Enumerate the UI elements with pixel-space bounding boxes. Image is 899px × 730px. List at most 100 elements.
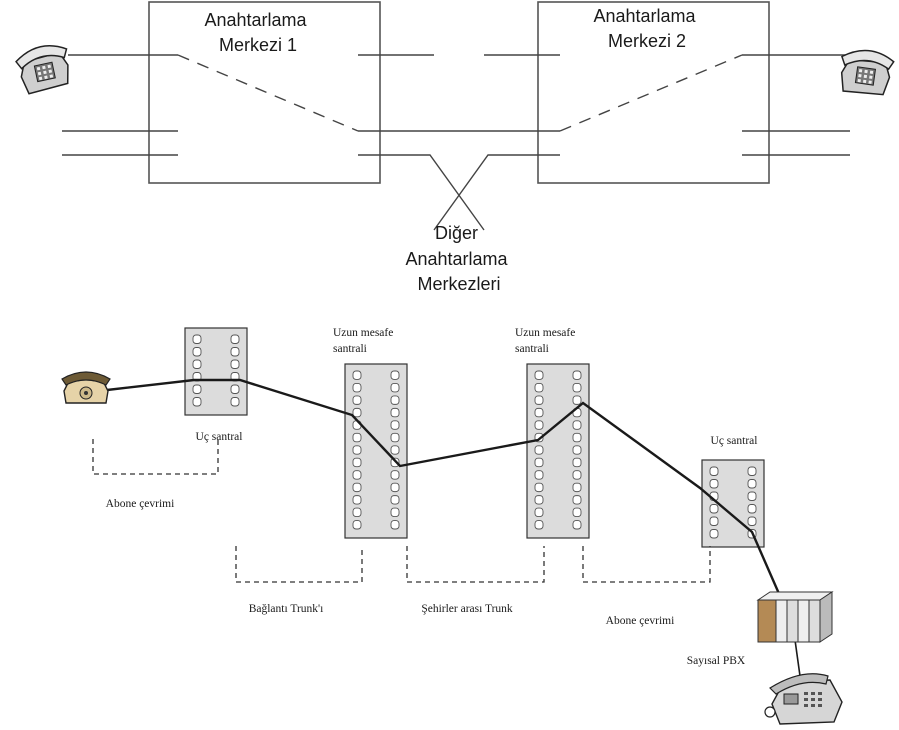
connection-trunk-label: Bağlantı Trunk'ı: [249, 603, 324, 615]
rack-port: [572, 420, 582, 430]
digital-pbx-label: Sayısal PBX: [687, 655, 746, 667]
rack-port: [747, 466, 757, 476]
rack-port: [572, 457, 582, 468]
rack-port: [390, 370, 400, 380]
rack-port: [709, 466, 719, 476]
call-route-line: [106, 378, 782, 597]
long-distance-switch-2-rack: [526, 363, 590, 539]
long-distance-switch-1-label: Uzun mesafe santrali: [333, 327, 396, 355]
subscriber-loop-left-label: Abone çevrimi: [106, 498, 175, 510]
rack-port: [230, 397, 240, 407]
rack-port: [572, 370, 582, 380]
rack-port: [352, 370, 362, 380]
end-office-left-rack: [184, 327, 248, 416]
long-distance-switch-2-label: Uzun mesafe santrali: [515, 327, 578, 355]
rack-port: [572, 445, 582, 455]
rack-port: [572, 383, 582, 393]
rack-port: [747, 516, 757, 526]
end-office-right-rack: [701, 459, 765, 548]
rack-port: [230, 359, 240, 369]
long-distance-switch-1-rack: [344, 363, 408, 539]
connection-trunk-bracket: [235, 546, 363, 583]
rack-port: [390, 507, 400, 517]
rack-port: [572, 507, 582, 517]
rack-port: [747, 504, 757, 514]
rack-port: [534, 482, 544, 493]
rack-port: [352, 445, 362, 455]
rack-port: [192, 397, 202, 407]
switched-path-2: [559, 54, 743, 132]
rack-port: [390, 520, 400, 530]
telephone-icon: [764, 673, 843, 725]
switching-center-2-label: Anahtarlama Merkezi 2: [593, 6, 700, 51]
other-centers-label: Diğer Anahtarlama Merkezleri: [405, 223, 512, 294]
rack-port: [390, 495, 400, 505]
intercity-trunk-label: Şehirler arası Trunk: [421, 603, 513, 615]
rack-port: [534, 420, 544, 430]
telephone-icon: [15, 45, 69, 95]
rack-port: [572, 432, 582, 443]
telephone-icon: [840, 49, 895, 96]
rack-port: [747, 479, 757, 489]
rack-port: [534, 470, 544, 480]
rack-port: [390, 407, 400, 418]
rack-port: [390, 432, 400, 443]
end-office-left-label: Uç santral: [196, 431, 243, 443]
rack-port: [390, 457, 400, 468]
rack-port: [352, 495, 362, 505]
pbx-icon: [756, 591, 834, 643]
rack-port: [390, 445, 400, 455]
rack-port: [534, 457, 544, 468]
rack-port: [572, 395, 582, 405]
rack-port: [230, 384, 240, 394]
end-office-right-label: Uç santral: [711, 435, 758, 447]
intercity-trunk-bracket: [406, 546, 545, 583]
switched-path-1: [177, 54, 359, 132]
rack-port: [390, 482, 400, 493]
rack-port: [709, 479, 719, 489]
rack-port: [230, 347, 240, 357]
rack-port: [572, 495, 582, 505]
rack-port: [352, 395, 362, 405]
rack-port: [534, 445, 544, 455]
bottom-network-diagram: Uç santral Uzun mesafe santrali Uzun mes…: [61, 327, 843, 725]
subscriber-loop-left-bracket: [92, 439, 219, 475]
rack-port: [534, 495, 544, 505]
rack-port: [534, 520, 544, 530]
rack-port: [352, 520, 362, 530]
switching-center-2-box: [537, 1, 770, 184]
switching-center-1-box: [148, 1, 381, 184]
rack-port: [390, 395, 400, 405]
subscriber-loop-right-label: Abone çevrimi: [606, 615, 675, 627]
telephone-icon: [61, 371, 111, 404]
rack-port: [747, 491, 757, 501]
rack-port: [534, 395, 544, 405]
rack-port: [352, 507, 362, 517]
rack-port: [352, 432, 362, 443]
rack-port: [534, 407, 544, 418]
rack-port: [230, 334, 240, 344]
rack-port: [534, 383, 544, 393]
trunk-to-other-centers: [358, 154, 485, 231]
rack-port: [390, 383, 400, 393]
subscriber-loop-right-bracket: [582, 546, 711, 583]
rack-port: [534, 507, 544, 517]
rack-port: [572, 482, 582, 493]
pbx-phone-line: [794, 639, 801, 677]
rack-port: [352, 457, 362, 468]
rack-port: [192, 334, 202, 344]
trunk-to-other-centers: [433, 154, 560, 231]
rack-port: [390, 420, 400, 430]
rack-port: [192, 347, 202, 357]
rack-port: [352, 482, 362, 493]
rack-port: [352, 407, 362, 418]
rack-port: [572, 470, 582, 480]
rack-port: [390, 470, 400, 480]
rack-port: [352, 383, 362, 393]
rack-port: [709, 516, 719, 526]
rack-port: [709, 504, 719, 514]
rack-port: [352, 470, 362, 480]
rack-port: [192, 359, 202, 369]
